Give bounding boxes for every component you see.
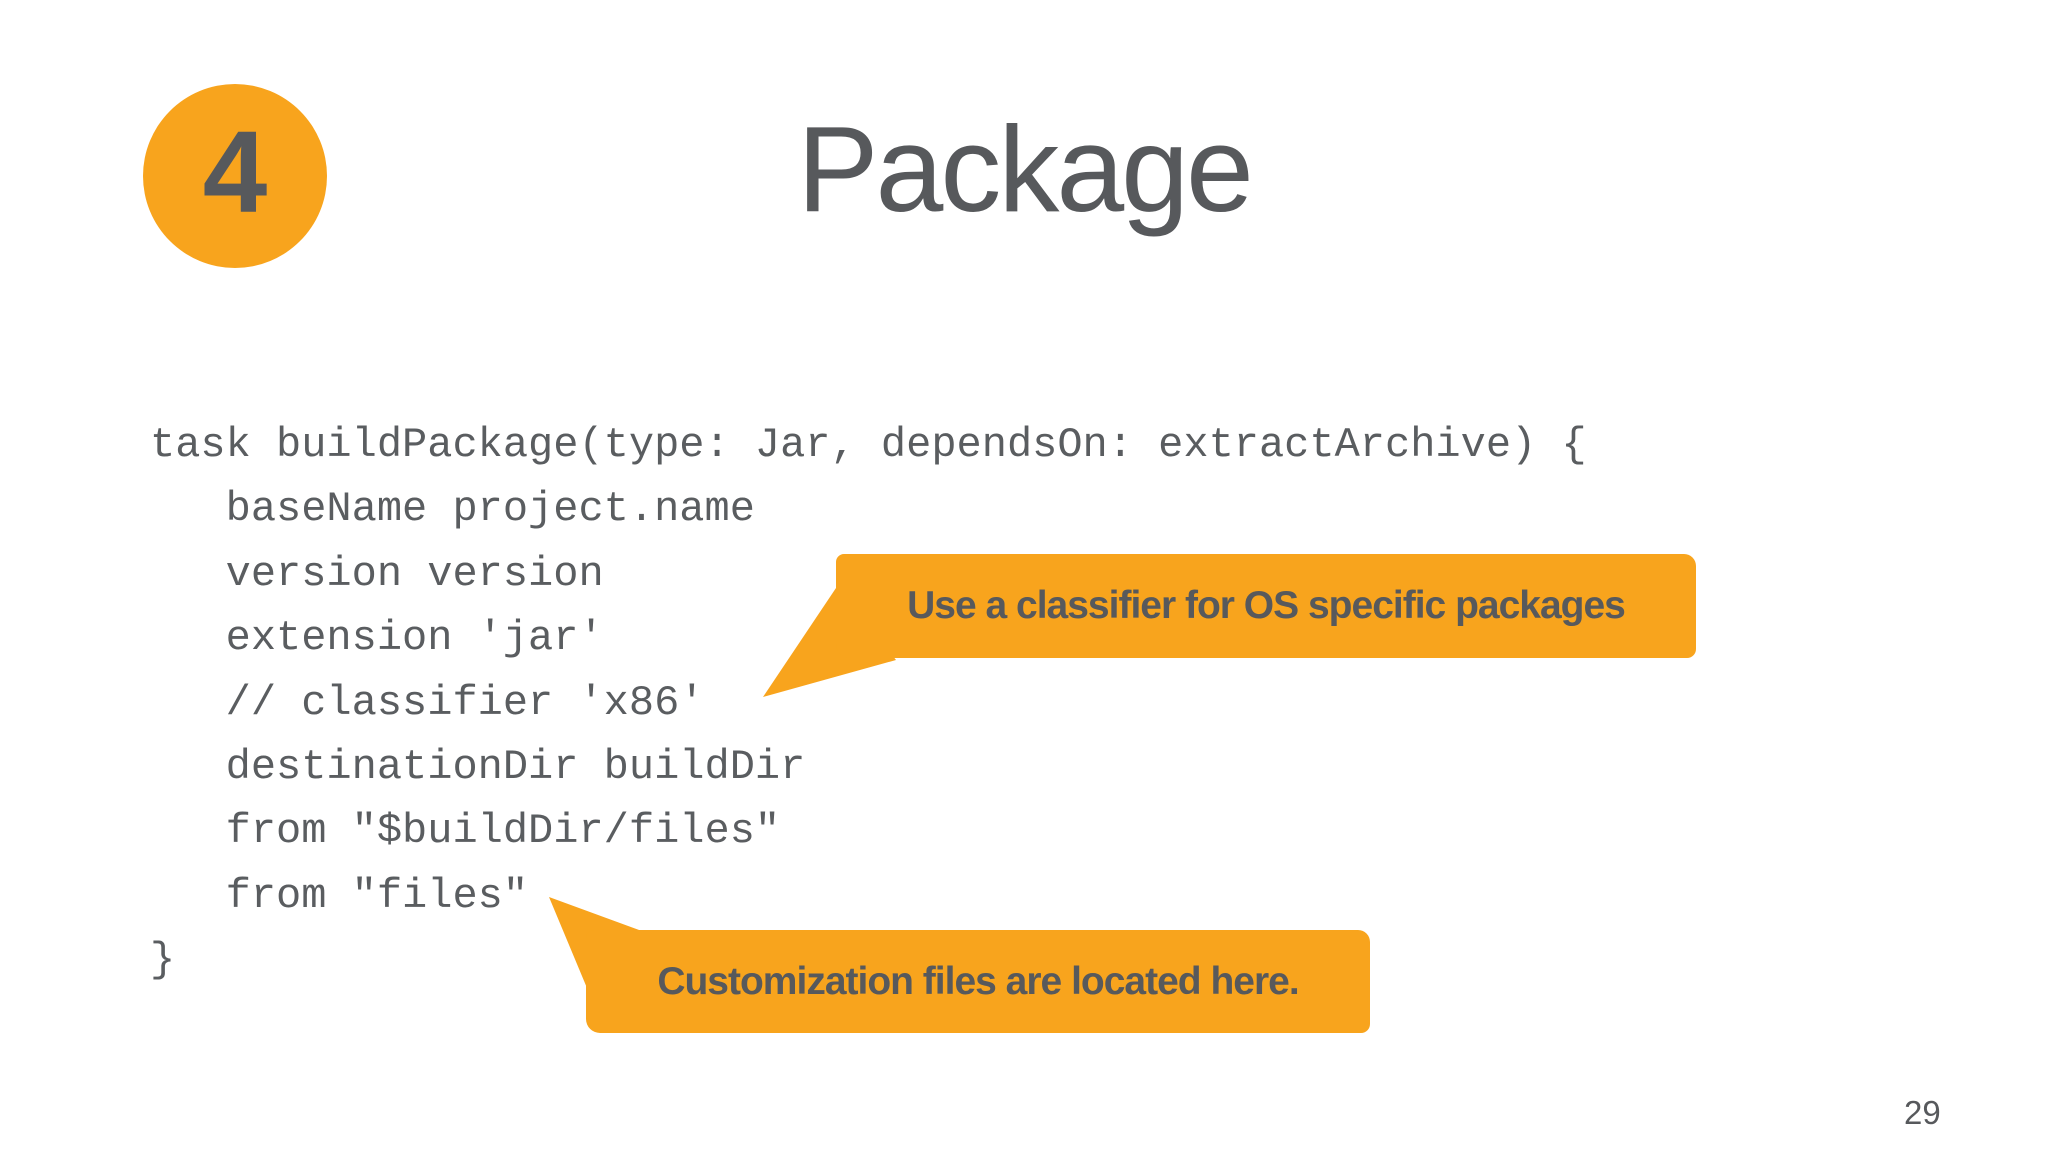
page-number: 29 [1904,1094,1941,1131]
callout-classifier-text: Use a classifier for OS specific package… [907,584,1626,627]
slide-title: Package [797,101,1254,237]
step-number: 4 [202,107,268,237]
step-number-badge: 4 [143,84,327,268]
callout-customization-text: Customization files are located here. [657,959,1299,1003]
code-block: task buildPackage(type: Jar, dependsOn: … [150,421,1587,985]
callout-customization: Customization files are located here. [586,930,1370,1033]
callout-classifier: Use a classifier for OS specific package… [836,554,1696,658]
